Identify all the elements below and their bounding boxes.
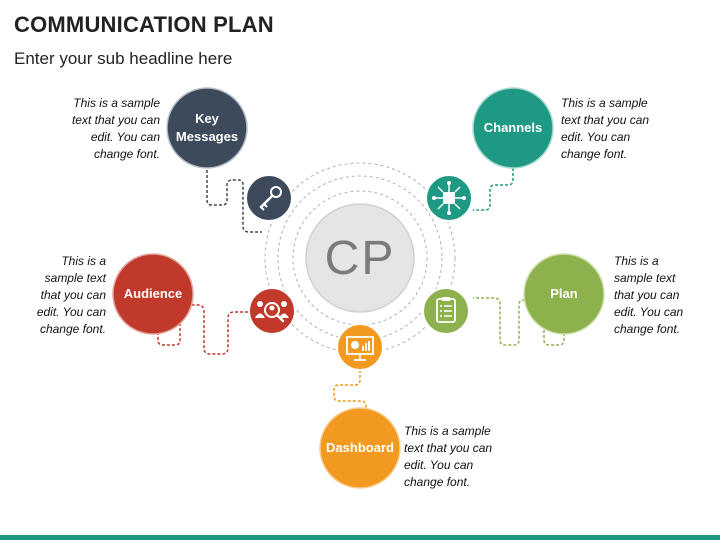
key-icon xyxy=(245,174,293,222)
dashboard-description: This is a sample text that you can edit.… xyxy=(404,424,493,489)
connector-key-messages xyxy=(206,165,262,233)
inner-ring xyxy=(292,190,428,326)
page-title: COMMUNICATION PLAN xyxy=(14,12,274,37)
center-circle xyxy=(305,203,415,313)
people-search-icon xyxy=(248,287,296,335)
plan-description: This is a sample text that you can edit.… xyxy=(614,254,684,336)
node-audience-label: Audience xyxy=(123,286,183,301)
key-messages-description: This is a sample text that you can edit.… xyxy=(71,96,160,161)
node-audience-circle[interactable] xyxy=(112,253,194,335)
footer-accent-bar xyxy=(0,535,720,540)
node-plan-circle[interactable] xyxy=(523,253,605,335)
checklist-icon xyxy=(422,287,470,335)
node-channels-label: Channels xyxy=(483,120,543,135)
channels-description: This is a sample text that you can edit.… xyxy=(561,96,650,161)
node-key-messages-circle[interactable] xyxy=(166,87,248,169)
connector-dashboard xyxy=(333,370,367,410)
connector-audience xyxy=(157,304,248,355)
node-plan-label: Plan xyxy=(550,286,578,301)
outer-ring xyxy=(264,162,456,354)
audience-description: This is a sample text that you can edit.… xyxy=(36,254,106,336)
node-channels-circle[interactable] xyxy=(472,87,554,169)
center-label: CP xyxy=(324,231,396,285)
node-key-messages-label: Key Messages xyxy=(175,111,239,144)
connector-channels xyxy=(473,168,514,211)
node-dashboard-label: Dashboard xyxy=(326,440,394,455)
network-icon xyxy=(425,174,473,222)
node-dashboard-circle[interactable] xyxy=(319,407,401,489)
page-subtitle: Enter your sub headline here xyxy=(14,49,233,68)
presentation-chart-icon xyxy=(336,323,384,371)
